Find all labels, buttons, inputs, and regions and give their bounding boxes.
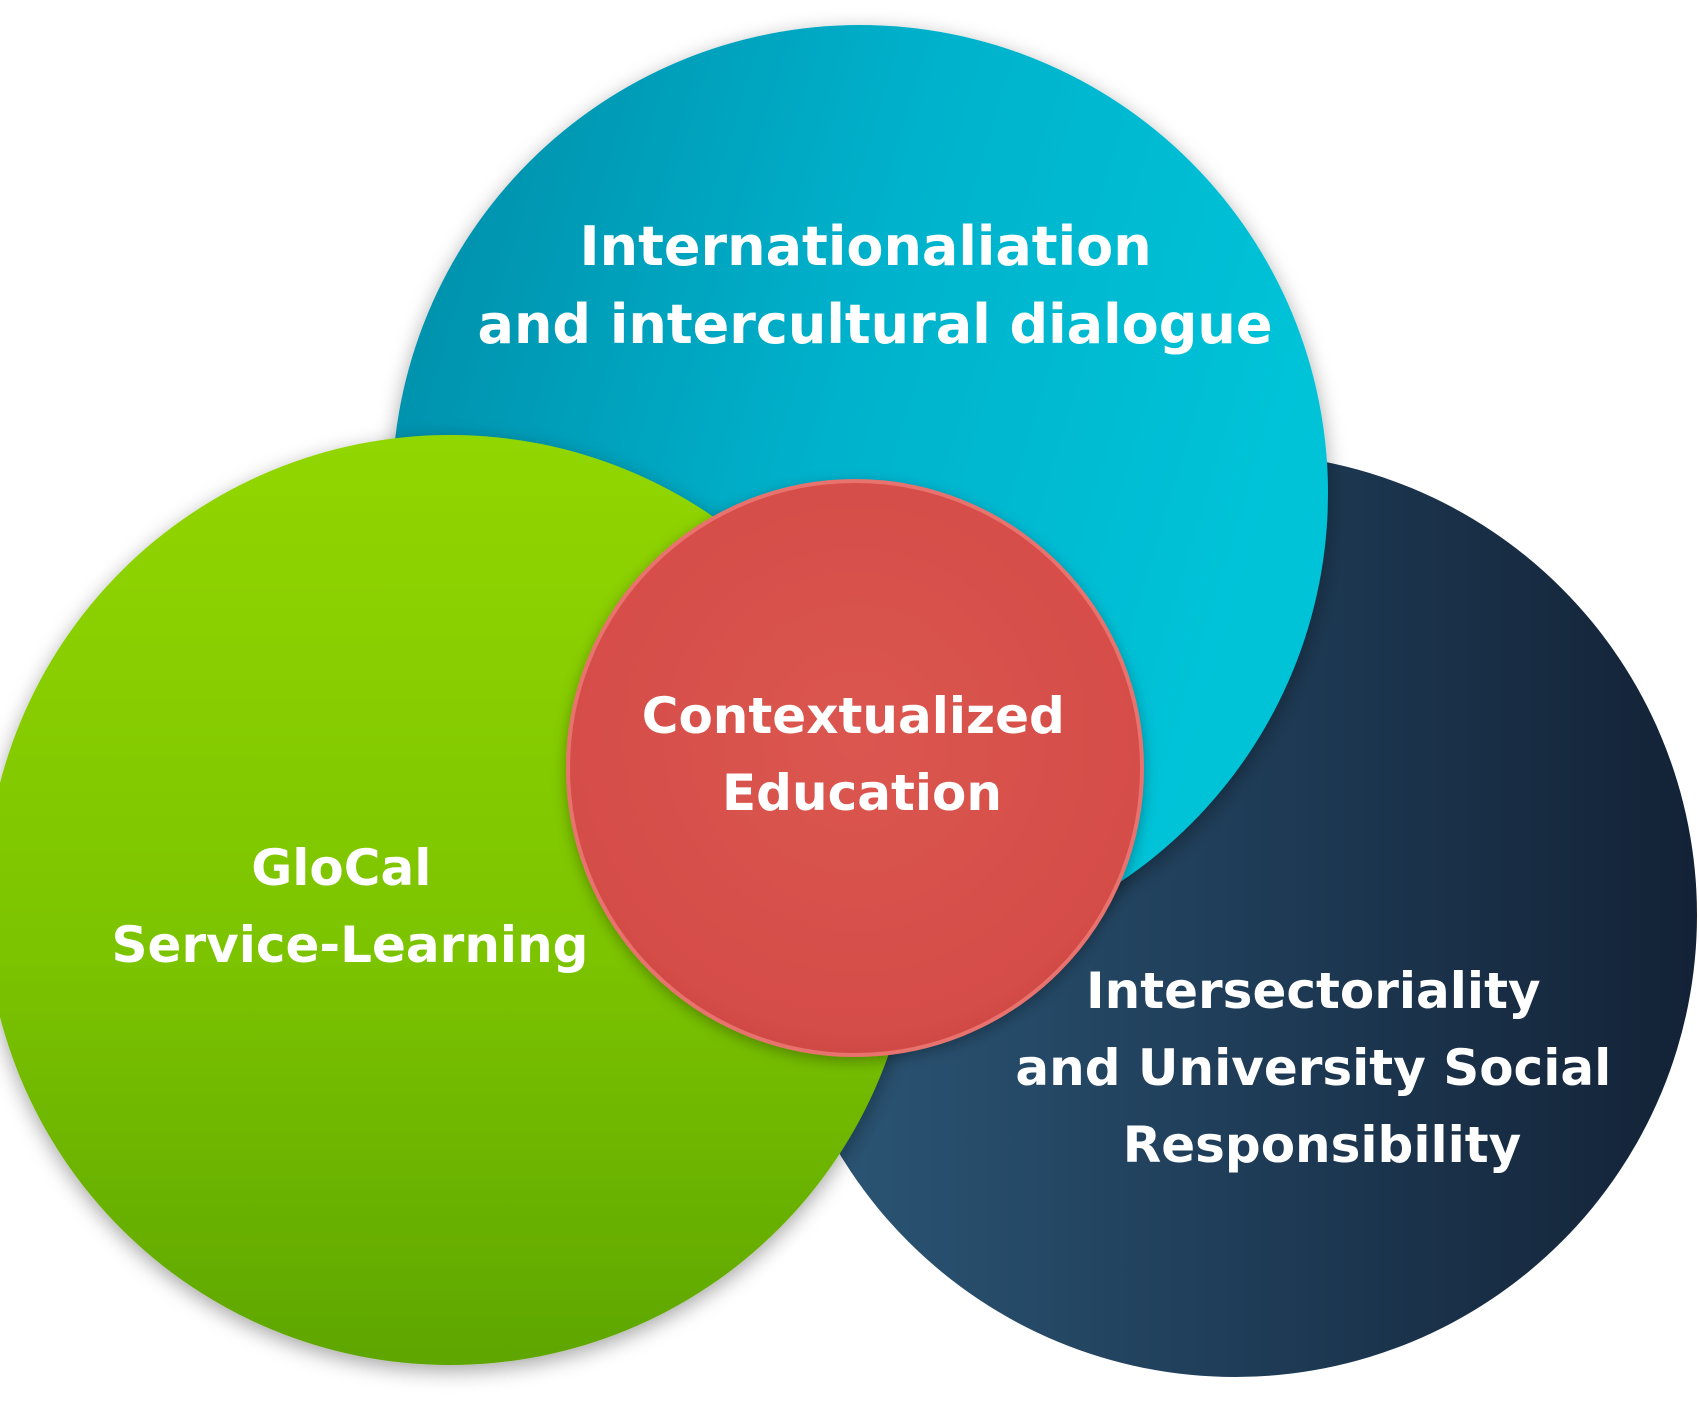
right-circle-label: Intersectoriality and University Social …: [1015, 962, 1628, 1174]
top-circle-label-line-2: and intercultural dialogue: [478, 293, 1273, 356]
right-circle-label-line-1: Intersectoriality: [1086, 962, 1541, 1020]
left-circle-label: GloCal Service-Learning: [112, 839, 589, 974]
center-circle-label-line-1: Contextualized: [642, 687, 1065, 745]
right-circle-label-line-2: and University Social: [1015, 1039, 1611, 1097]
top-circle-label: Internationaliation and intercultural di…: [478, 215, 1273, 356]
center-circle-label-line-2: Education: [722, 764, 1002, 822]
left-circle-label-line-1: GloCal: [251, 839, 431, 897]
left-circle-label-line-2: Service-Learning: [112, 916, 589, 974]
center-circle-label: Contextualized Education: [642, 687, 1082, 822]
right-circle-label-line-3: Responsibility: [1123, 1116, 1522, 1174]
top-circle-label-line-1: Internationaliation: [580, 215, 1152, 278]
center-circle: [566, 479, 1144, 1057]
